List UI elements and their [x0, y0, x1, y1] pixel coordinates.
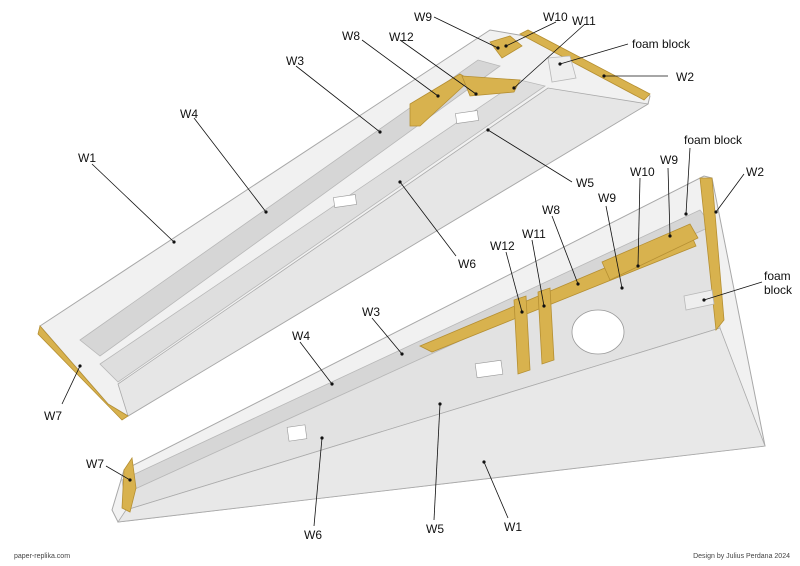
footer-credit: Design by Julius Perdana 2024 — [693, 553, 790, 560]
lower-wing-w7-rib — [121, 456, 137, 513]
label-w2: W2 — [746, 165, 764, 179]
label-w9: W9 — [598, 191, 616, 205]
label-w8: W8 — [542, 203, 560, 217]
label-w6: W6 — [458, 257, 476, 271]
label-foam-block-right-line2: block — [764, 283, 793, 297]
lower-wing-cutout-2 — [286, 424, 308, 442]
label-w8: W8 — [342, 29, 360, 43]
lower-wing-w10-block — [601, 223, 699, 281]
upper-wing-w2-rib — [519, 29, 651, 101]
upper-wing — [37, 29, 651, 421]
upper-wing-foam-block — [547, 55, 577, 83]
label-w7: W7 — [86, 457, 104, 471]
label-w10: W10 — [543, 10, 568, 24]
upper-wing-rear-channel — [99, 79, 546, 383]
upper-wing-cutout-2 — [333, 194, 357, 208]
label-w2: W2 — [676, 70, 694, 84]
label-w9: W9 — [414, 10, 432, 24]
lower-wing-foam-block — [683, 289, 715, 311]
label-w9-top: W9 — [660, 153, 678, 167]
label-w3: W3 — [362, 305, 380, 319]
label-foam-block-right-line1: foam — [764, 269, 791, 283]
label-w11: W11 — [522, 227, 546, 241]
label-w10: W10 — [630, 165, 655, 179]
footer: paper-replika.com Design by Julius Perda… — [14, 553, 790, 560]
label-w1: W1 — [504, 520, 522, 534]
lower-wing-rib-hole — [571, 309, 625, 355]
label-w11: W11 — [572, 14, 596, 28]
label-w5: W5 — [426, 522, 444, 536]
label-w4: W4 — [180, 107, 198, 121]
label-w12: W12 — [389, 30, 414, 44]
upper-wing-w7-rib — [37, 325, 129, 421]
lower-wing-leaders — [105, 147, 763, 527]
lower-wing — [111, 175, 766, 523]
label-w1: W1 — [78, 151, 96, 165]
label-foam-block-top: foam block — [684, 133, 743, 147]
label-foam-block: foam block — [632, 37, 691, 51]
upper-wing-leaders — [61, 16, 668, 405]
upper-wing-w8-rib — [409, 73, 471, 127]
label-w6: W6 — [304, 528, 322, 542]
lower-wing-labels: foam block W9 W10 W2 W8 W9 W12 W11 foam … — [86, 133, 793, 542]
upper-wing-spar-channel — [79, 59, 501, 357]
label-w4: W4 — [292, 329, 310, 343]
upper-wing-cutout-1 — [455, 110, 479, 124]
footer-site: paper-replika.com — [14, 553, 70, 560]
upper-wing-labels: W9 W10 W11 W8 W12 foam block W2 W3 W4 W1… — [44, 10, 694, 423]
lower-wing-cutout-1 — [474, 359, 504, 379]
label-w12: W12 — [490, 239, 515, 253]
upper-wing-trailing-panel — [117, 87, 650, 417]
label-w5: W5 — [576, 176, 594, 190]
upper-wing-w12-rib — [461, 75, 521, 97]
lower-wing-w2-rib — [699, 177, 725, 332]
lower-wing-w12-rib — [513, 295, 531, 375]
label-w3: W3 — [286, 54, 304, 68]
label-w7: W7 — [44, 409, 62, 423]
lower-wing-main-panel — [117, 327, 766, 523]
lower-wing-w11-rib — [537, 287, 555, 365]
